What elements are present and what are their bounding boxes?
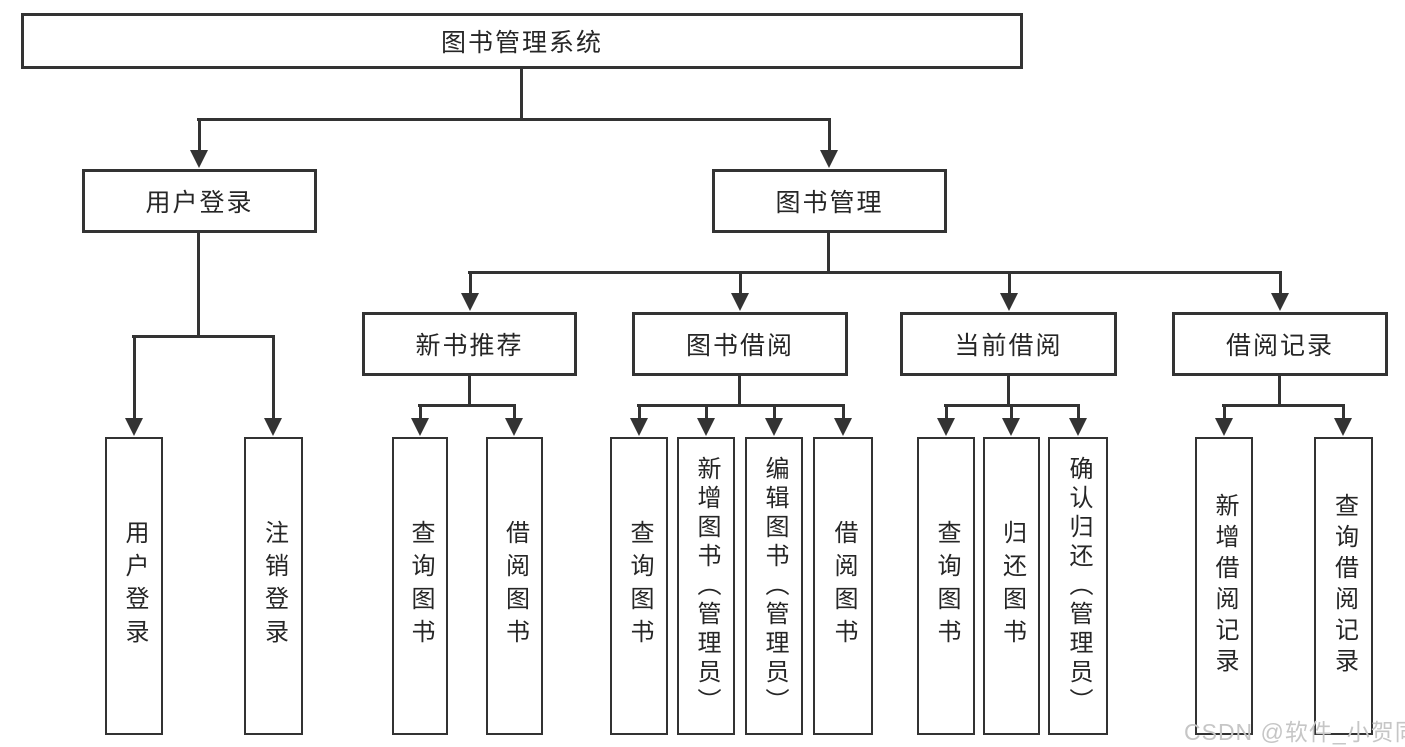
- leaf-return-book: 归还图书: [983, 437, 1040, 735]
- connector-user-login-stem: [197, 233, 200, 338]
- csdn-watermark: CSDN @软件_小贺同学: [1184, 719, 1405, 745]
- arrow-down-icon: [834, 404, 852, 436]
- node-current-borrow: 当前借阅: [900, 312, 1117, 376]
- node-label: 图书借阅: [685, 332, 794, 360]
- leaf-user-login: 用户登录: [105, 437, 163, 735]
- connector-book-mgmt-stem: [827, 233, 830, 274]
- connector-level2-bus: [197, 118, 831, 121]
- connector-level3-bus: [468, 271, 1281, 274]
- leaf-label: 归还图书: [998, 520, 1026, 652]
- node-label: 新书推荐: [415, 332, 524, 360]
- leaf-label: 查询图书: [407, 520, 434, 652]
- leaf-label: 查询图书: [626, 520, 653, 652]
- arrow-down-icon: [264, 335, 282, 436]
- connector-book-borrow-bus: [637, 404, 845, 407]
- leaf-add-book-admin: 新增图书（管理员）: [677, 437, 735, 735]
- leaf-add-borrow-record: 新增借阅记录: [1195, 437, 1253, 735]
- arrow-down-icon: [1002, 404, 1020, 436]
- leaf-label: 用户登录: [121, 520, 148, 652]
- leaf-query-books-current: 查询图书: [917, 437, 975, 735]
- arrow-down-icon: [630, 404, 648, 436]
- arrow-down-icon: [1271, 271, 1289, 311]
- node-borrow-records: 借阅记录: [1172, 312, 1388, 376]
- leaf-label: 查询图书: [933, 520, 960, 652]
- leaf-borrow-books-recommend: 借阅图书: [486, 437, 543, 735]
- leaf-label: 编辑图书（管理员）: [761, 455, 788, 717]
- arrow-down-icon: [1069, 404, 1087, 436]
- connector-root-stem: [520, 69, 523, 118]
- leaf-label: 新增图书（管理员）: [693, 455, 720, 717]
- node-book-management: 图书管理: [712, 169, 947, 233]
- leaf-query-books-recommend: 查询图书: [392, 437, 448, 735]
- leaf-edit-book-admin: 编辑图书（管理员）: [745, 437, 803, 735]
- arrow-down-icon: [937, 404, 955, 436]
- arrow-down-icon: [1000, 271, 1018, 311]
- arrow-down-icon: [411, 404, 429, 436]
- arrow-down-icon: [731, 271, 749, 311]
- connector-current-borrow-stem: [1007, 376, 1010, 407]
- arrow-down-icon: [820, 118, 838, 168]
- leaf-label: 确认归还（管理员）: [1065, 455, 1092, 717]
- arrow-down-icon: [125, 335, 143, 436]
- connector-borrow-record-stem: [1278, 376, 1281, 407]
- connector-book-borrow-stem: [738, 376, 741, 407]
- node-label: 用户登录: [145, 189, 254, 217]
- arrow-down-icon: [1215, 404, 1233, 436]
- arrow-down-icon: [505, 404, 523, 436]
- leaf-borrow-books: 借阅图书: [813, 437, 873, 735]
- leaf-label: 借阅图书: [501, 520, 529, 652]
- node-label: 图书管理: [775, 189, 884, 217]
- connector-new-book-bus: [418, 404, 516, 407]
- node-book-borrow: 图书借阅: [632, 312, 848, 376]
- leaf-label: 注销登录: [260, 520, 288, 652]
- arrow-down-icon: [697, 404, 715, 436]
- connector-user-login-bus: [132, 335, 275, 338]
- leaf-label: 查询借阅记录: [1330, 493, 1358, 679]
- leaf-confirm-return-admin: 确认归还（管理员）: [1048, 437, 1108, 735]
- arrow-down-icon: [1334, 404, 1352, 436]
- node-label: 图书管理系统: [440, 29, 603, 57]
- node-root-system: 图书管理系统: [21, 13, 1023, 69]
- leaf-query-books-borrow: 查询图书: [610, 437, 668, 735]
- connector-new-book-stem: [468, 376, 471, 407]
- node-user-login: 用户登录: [82, 169, 317, 233]
- arrow-down-icon: [461, 271, 479, 311]
- leaf-label: 借阅图书: [830, 520, 857, 652]
- arrow-down-icon: [190, 118, 208, 168]
- node-new-book-recommend: 新书推荐: [362, 312, 577, 376]
- arrow-down-icon: [765, 404, 783, 436]
- connector-borrow-record-bus: [1222, 404, 1345, 407]
- node-label: 借阅记录: [1225, 332, 1334, 360]
- leaf-query-borrow-record: 查询借阅记录: [1314, 437, 1373, 735]
- leaf-logout: 注销登录: [244, 437, 303, 735]
- node-label: 当前借阅: [954, 332, 1063, 360]
- leaf-label: 新增借阅记录: [1211, 493, 1238, 679]
